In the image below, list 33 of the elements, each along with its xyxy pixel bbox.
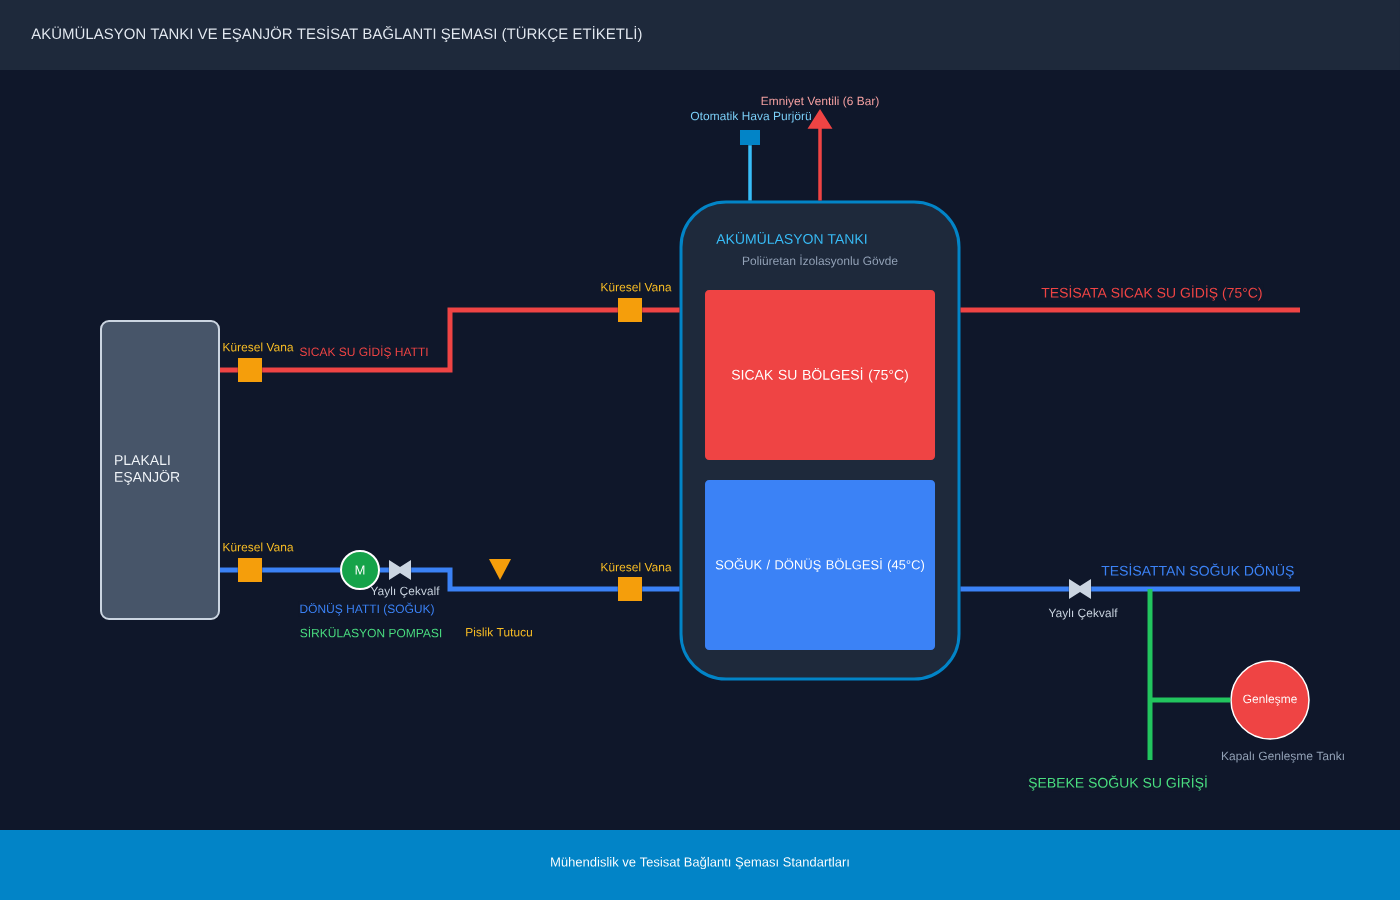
pipe bbox=[642, 307, 680, 313]
edge-label: TESİSATTAN SOĞUK DÖNÜŞ bbox=[1100, 562, 1296, 580]
tank-zone: SOĞUK / DÖNÜŞ BÖLGESİ (45°C) bbox=[705, 480, 935, 650]
pipe bbox=[1091, 586, 1300, 592]
pump-label: SİRKÜLASYON POMPASI bbox=[300, 626, 442, 638]
exchanger-box: PLAKALI EŞANJÖR bbox=[100, 320, 220, 620]
pipe bbox=[748, 145, 752, 201]
air-vent-label: Otomatik Hava Purjörü bbox=[690, 111, 811, 123]
pipe bbox=[262, 567, 340, 573]
pipe bbox=[960, 586, 1069, 592]
edge-label: ŞEBEKE SOĞUK SU GİRİŞİ bbox=[1027, 774, 1209, 792]
valve-label: Küresel Vana bbox=[223, 342, 294, 352]
pipe bbox=[220, 367, 238, 373]
pipe bbox=[220, 567, 238, 573]
title: AKÜMÜLASYON TANKI VE EŞANJÖR TESİSAT BAĞLANTI ŞEMASI (TÜRKÇE ETİKETLİ) bbox=[31, 25, 642, 43]
check-valve-label: Yaylı Çekvalf bbox=[1048, 608, 1118, 620]
valve-label: Küresel Vana bbox=[601, 562, 672, 572]
tank-zone: SICAK SU BÖLGESİ (75°C) bbox=[705, 290, 935, 460]
tank-heading: AKÜMÜLASYON TANKI bbox=[716, 232, 867, 244]
safety-valve-label: Emniyet Ventili (6 Bar) bbox=[761, 96, 879, 108]
pipe bbox=[380, 567, 389, 573]
expansion-tank-label: Kapalı Genleşme Tankı bbox=[1221, 751, 1344, 763]
pipe bbox=[411, 567, 618, 592]
pipe bbox=[960, 307, 1300, 313]
pipe bbox=[262, 307, 618, 373]
pipe bbox=[1147, 586, 1233, 763]
strainer-label: Pislik Tutucu bbox=[466, 627, 532, 637]
valve-label: Küresel Vana bbox=[223, 542, 294, 552]
caption: Mühendislik ve Tesisat Bağlantı Şeması Standartları bbox=[551, 856, 849, 870]
tank-subtitle: Poliüretan İzolasyonlu Gövde bbox=[742, 254, 898, 268]
edge-label: TESİSATA SICAK SU GİDİŞ (75°C) bbox=[1040, 284, 1264, 302]
valve-label: Küresel Vana bbox=[601, 282, 672, 292]
pipe bbox=[642, 586, 680, 592]
